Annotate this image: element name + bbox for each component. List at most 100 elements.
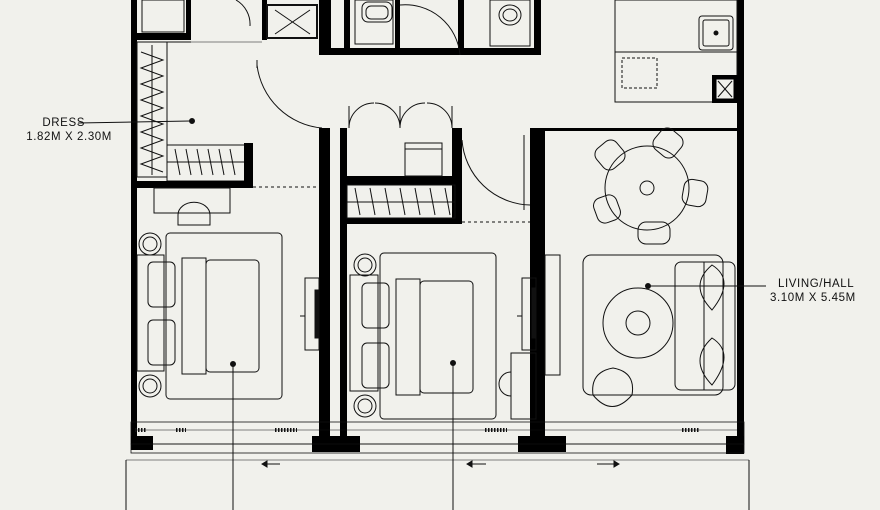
lamp-inner bbox=[142, 378, 158, 394]
wall bbox=[395, 0, 400, 55]
sink-drain bbox=[713, 30, 719, 36]
living-room bbox=[582, 127, 766, 407]
lamp bbox=[138, 374, 162, 398]
desk bbox=[510, 352, 537, 420]
slide-arrow-head bbox=[613, 460, 620, 468]
sill bbox=[130, 443, 745, 454]
wardrobe bbox=[136, 41, 168, 178]
chair bbox=[637, 221, 671, 245]
dining-chairs bbox=[593, 127, 709, 245]
facade bbox=[125, 421, 750, 510]
toilet bbox=[361, 1, 393, 23]
chair bbox=[652, 127, 684, 159]
door-swing bbox=[426, 102, 453, 129]
dress-room bbox=[77, 40, 323, 440]
bed bbox=[165, 232, 283, 400]
door-swing bbox=[399, 102, 426, 129]
column-x bbox=[717, 80, 733, 98]
wall bbox=[737, 128, 744, 440]
wall bbox=[534, 0, 541, 55]
dining-table bbox=[604, 145, 690, 231]
door-swing bbox=[399, 4, 461, 56]
door-swing bbox=[256, 64, 323, 129]
door-swing bbox=[461, 139, 531, 206]
sofa bbox=[674, 261, 736, 391]
chair bbox=[681, 178, 709, 208]
wall bbox=[131, 33, 191, 40]
door-swing bbox=[348, 102, 375, 129]
bedroom-1 bbox=[136, 187, 320, 510]
wall bbox=[452, 128, 462, 222]
center-walls bbox=[319, 102, 744, 440]
dress-marker bbox=[189, 118, 195, 124]
coffee-table bbox=[602, 287, 674, 359]
lamp-inner bbox=[357, 257, 373, 273]
hangers bbox=[354, 187, 451, 216]
wall bbox=[131, 40, 137, 440]
door-swing bbox=[235, 0, 251, 27]
headboard bbox=[136, 254, 165, 372]
slide-arrow-head bbox=[261, 460, 268, 468]
wc-area bbox=[354, 0, 394, 45]
bed bbox=[379, 252, 497, 420]
wall bbox=[131, 436, 153, 450]
wall bbox=[186, 0, 191, 40]
cushion bbox=[699, 264, 725, 311]
tv bbox=[531, 287, 537, 339]
lamp bbox=[138, 232, 162, 256]
living-hall-size: 3.10M X 5.45M bbox=[770, 292, 856, 304]
wall bbox=[347, 218, 462, 224]
chair bbox=[498, 371, 512, 397]
duct-x bbox=[274, 9, 311, 35]
wall bbox=[319, 0, 331, 55]
lamp-inner bbox=[357, 398, 373, 414]
wall bbox=[737, 0, 744, 130]
dress-size: 1.82M X 2.30M bbox=[26, 131, 112, 143]
wall bbox=[344, 0, 350, 55]
wall bbox=[726, 436, 744, 454]
wall bbox=[530, 128, 545, 440]
tv bbox=[314, 289, 320, 339]
rug bbox=[582, 254, 724, 396]
pillow bbox=[147, 319, 176, 366]
hob bbox=[621, 57, 658, 89]
dress-label: DRESS 1.82M X 2.30M bbox=[8, 116, 112, 144]
lamp bbox=[353, 253, 377, 277]
wall bbox=[319, 128, 330, 440]
hangers bbox=[139, 51, 165, 173]
sink-bowl bbox=[702, 19, 730, 47]
wall bbox=[131, 181, 253, 188]
pillow bbox=[147, 261, 176, 308]
chair bbox=[593, 194, 621, 224]
basin-inner bbox=[502, 8, 518, 22]
wall bbox=[458, 0, 464, 55]
duvet bbox=[419, 280, 474, 394]
shelf bbox=[544, 254, 561, 376]
duvet bbox=[205, 259, 260, 373]
kitchen-counter bbox=[614, 0, 738, 53]
toilet-bowl bbox=[365, 5, 389, 20]
pillow bbox=[361, 342, 390, 389]
wall bbox=[347, 176, 455, 185]
top-band bbox=[131, 0, 744, 130]
table-center bbox=[639, 180, 655, 196]
pillow bbox=[361, 282, 390, 329]
wall bbox=[545, 128, 737, 131]
headboard bbox=[349, 274, 379, 392]
lamp-inner bbox=[142, 236, 158, 252]
coffee-table-top bbox=[625, 310, 651, 336]
sink bbox=[698, 15, 734, 51]
wall bbox=[340, 128, 347, 440]
desk bbox=[153, 187, 231, 214]
slide-arrow-head bbox=[466, 460, 473, 468]
bed-runner bbox=[181, 257, 207, 375]
armchair bbox=[592, 367, 634, 407]
basket bbox=[404, 142, 443, 177]
hangers bbox=[174, 148, 236, 176]
wall bbox=[244, 143, 253, 188]
wardrobe bbox=[166, 144, 248, 182]
living-hall-name: LIVING/HALL bbox=[778, 278, 855, 290]
cushion bbox=[699, 337, 725, 386]
basin bbox=[498, 4, 522, 26]
